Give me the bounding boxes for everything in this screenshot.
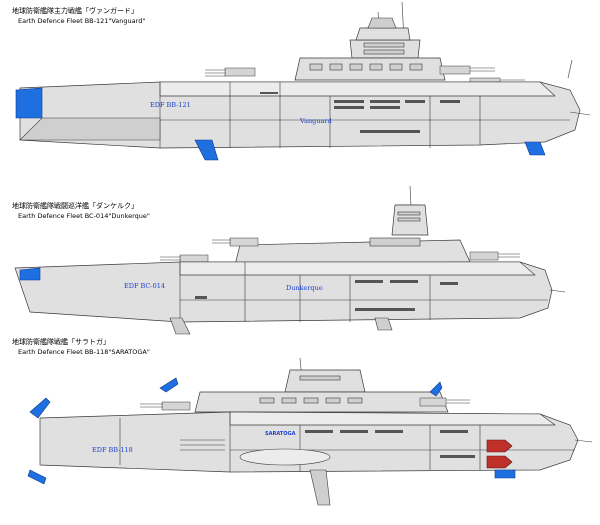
ship-2-name-label: Dunkerque <box>286 284 323 292</box>
ship-3-turrets <box>140 397 470 411</box>
ship-2-caption-en: Earth Defence Fleet BC-014"Dunkerque" <box>18 212 150 220</box>
ship-3-caption-en: Earth Defence Fleet BB-118"SARATOGA" <box>18 348 150 356</box>
ship-3-saratoga: EDF BB-118 SARATOGA <box>27 357 593 506</box>
ship-2-turrets <box>160 237 520 263</box>
ship-2-fin-lower <box>169 317 191 335</box>
ship-2-stern-accent <box>19 267 41 281</box>
ship-1-hull-label: EDF BB-121 <box>150 101 191 109</box>
ship-1-vanguard: EDF BB-121 Vanguard <box>15 1 591 161</box>
ship-1-stern-accent <box>15 87 43 119</box>
ship-3-missile-tubes <box>486 439 513 469</box>
ship-3-bridge-tower <box>284 369 366 393</box>
ship-2-caption-jp: 地球防衛艦隊戦闘巡洋艦「ダンケルク」 <box>12 202 138 210</box>
ship-2-superstructure <box>234 239 471 266</box>
ship-3-name-label: SARATOGA <box>265 431 296 437</box>
ship-3-vents <box>305 430 475 458</box>
ship-2-vents <box>195 280 458 311</box>
ship-3-fin-upper <box>29 397 51 419</box>
ship-1-vents <box>260 92 460 133</box>
ship-1-name-label: Vanguard <box>299 117 332 125</box>
ship-2-dunkerque: EDF BC-014 Dunkerque <box>14 185 566 335</box>
ship-3-caption-jp: 地球防衛艦隊戦艦「サラトガ」 <box>12 338 110 346</box>
ship-3-superstructure <box>194 391 449 413</box>
ship-3-hull-label: EDF BB-118 <box>92 446 133 454</box>
ship-1-caption-jp: 地球防衛艦隊主力戦艦「ヴァンガード」 <box>12 7 138 15</box>
ship-1-fin-lower <box>194 139 219 161</box>
ship-3-deck-oval <box>239 448 331 466</box>
ship-1-caption-en: Earth Defence Fleet BB-121"Vanguard" <box>18 17 146 25</box>
ship-3-fin-lower <box>27 469 47 485</box>
ship-2-hull-label: EDF BC-014 <box>124 282 165 290</box>
